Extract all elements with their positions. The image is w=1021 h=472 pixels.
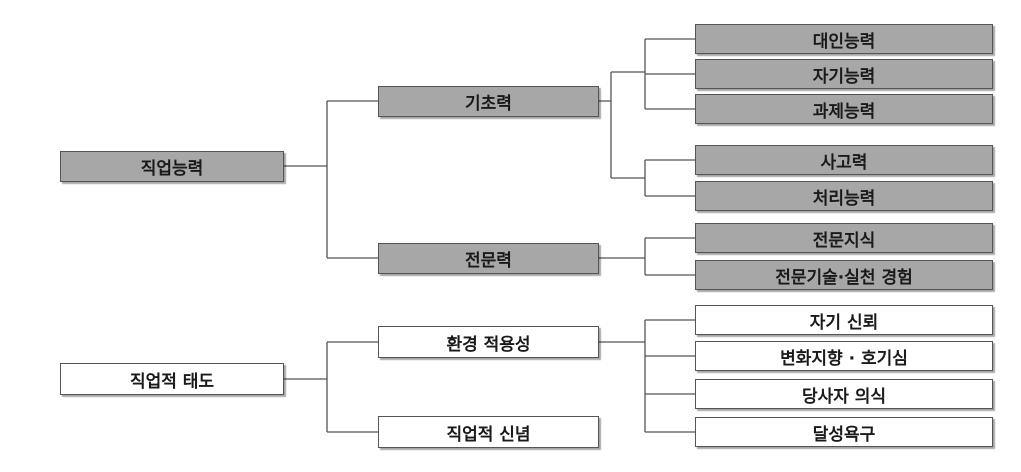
connector-professional <box>599 237 695 276</box>
node-professional-skill: 전문기술·실천 경험 <box>695 260 993 290</box>
connector-basic-to-groups <box>599 72 612 178</box>
node-task-ability: 과제능력 <box>695 94 993 124</box>
connector-attitude <box>284 341 378 433</box>
connector-basic-upper <box>611 38 695 110</box>
node-achievement-desire: 달성욕구 <box>695 417 993 447</box>
node-self-ability: 자기능력 <box>695 59 993 89</box>
node-professional-knowledge: 전문지식 <box>695 223 993 253</box>
node-job-competency: 직업능력 <box>60 151 284 182</box>
node-environment-adaptability: 환경 적용성 <box>378 326 599 358</box>
connector-root-to-level1 <box>284 100 378 259</box>
node-job-attitude: 직업적 태도 <box>60 363 284 395</box>
node-ownership: 당사자 의식 <box>695 379 993 409</box>
node-self-trust: 자기 신뢰 <box>695 305 993 335</box>
connector-adaptability <box>599 319 695 433</box>
node-professional-ability: 전문력 <box>378 243 599 274</box>
node-job-belief: 직업적 신념 <box>378 416 599 448</box>
node-processing-ability: 처리능력 <box>695 181 993 211</box>
node-interpersonal-ability: 대인능력 <box>695 24 993 54</box>
node-change-curiosity: 변화지향 · 호기심 <box>695 341 993 371</box>
node-thinking-ability: 사고력 <box>695 145 993 175</box>
node-basic-ability: 기초력 <box>378 86 599 117</box>
connector-basic-lower <box>611 159 695 197</box>
